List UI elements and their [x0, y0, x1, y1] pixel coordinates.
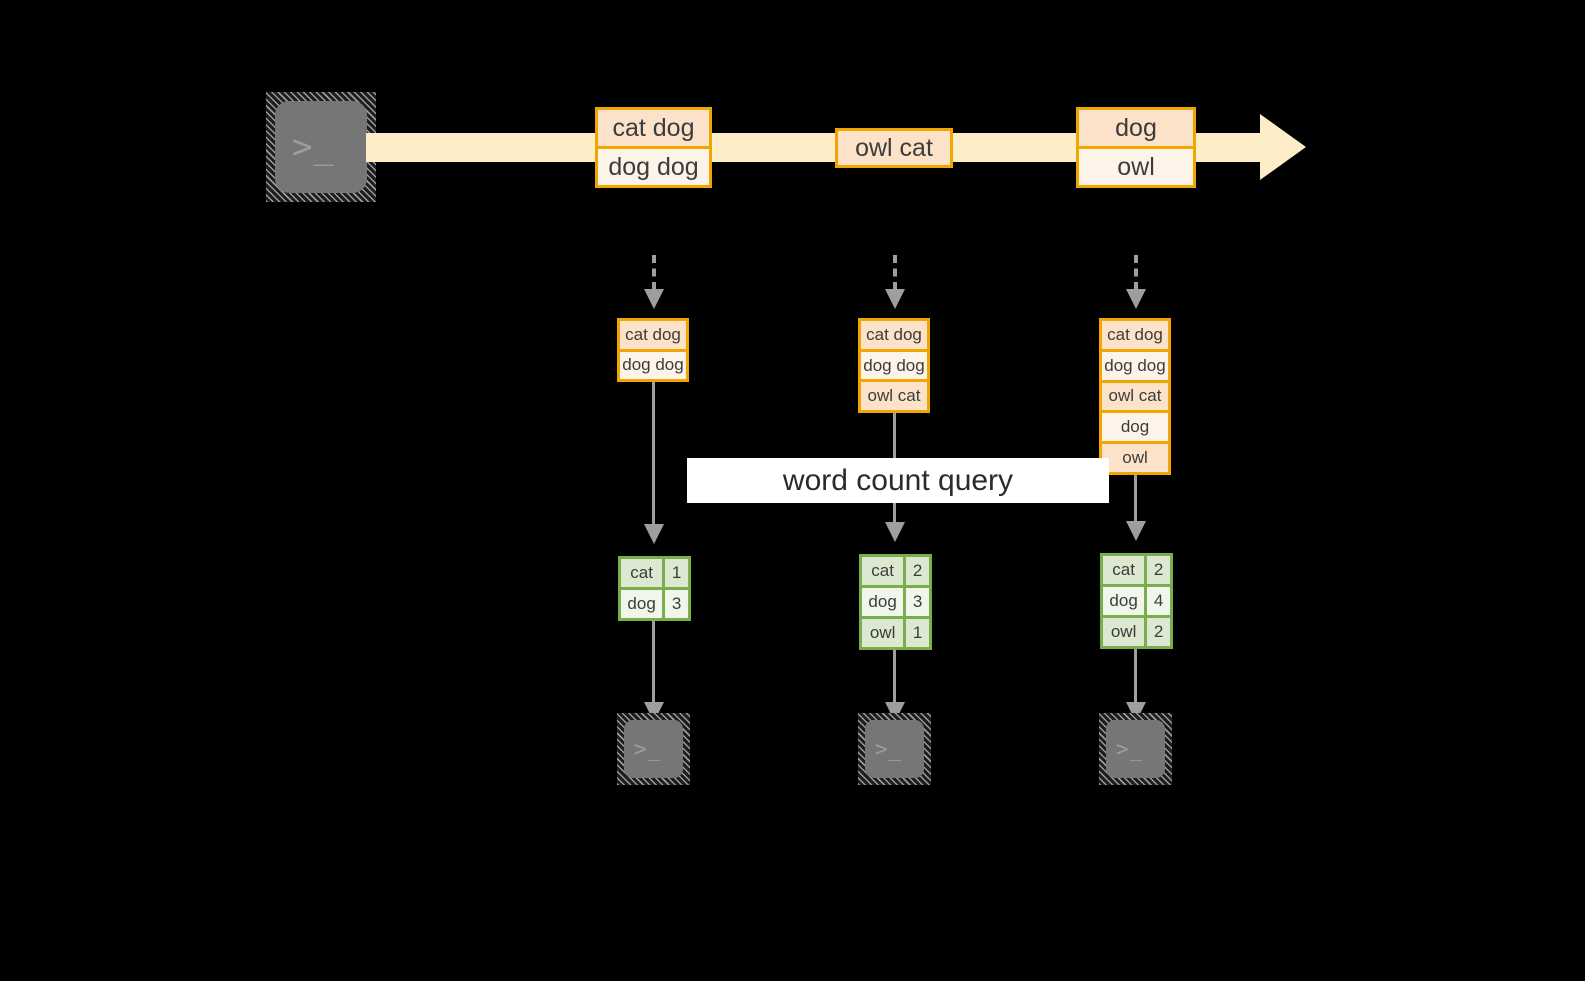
table-row: owl 1 [862, 616, 929, 647]
result-word: cat [862, 557, 904, 585]
result-word: cat [1103, 556, 1145, 584]
record-line: owl cat [838, 131, 950, 165]
snapshot-1: cat dog dog dog [617, 318, 689, 382]
result-count: 1 [903, 619, 929, 647]
snapshot-line: dog [1102, 410, 1168, 442]
sink-connector-1 [652, 621, 655, 706]
table-row: cat 2 [1103, 556, 1170, 584]
snapshot-2: cat dog dog dog owl cat [858, 318, 930, 413]
snapshot-connector-3 [1134, 255, 1138, 290]
result-count: 3 [903, 588, 929, 616]
snapshot-line: cat dog [861, 321, 927, 349]
sink-terminal-3: >_ [1099, 713, 1172, 785]
terminal-prompt-glyph: >_ [634, 737, 662, 761]
query-connector-3 [1134, 475, 1137, 525]
terminal-prompt-glyph: >_ [292, 127, 335, 167]
snapshot-line: cat dog [1102, 321, 1168, 349]
query-connector-arrow-2 [885, 522, 905, 542]
snapshot-connector-arrow-3 [1126, 289, 1146, 309]
result-count: 2 [1144, 618, 1170, 646]
stream-record-3: dog owl [1076, 107, 1196, 188]
snapshot-line: owl [1102, 441, 1168, 472]
terminal-body [275, 101, 367, 193]
terminal-body [1106, 720, 1165, 778]
sink-connector-2 [893, 650, 896, 706]
sink-terminal-1: >_ [617, 713, 690, 785]
snapshot-3: cat dog dog dog owl cat dog owl [1099, 318, 1171, 475]
snapshot-connector-2 [893, 255, 897, 290]
result-count: 4 [1144, 587, 1170, 615]
result-table-1: cat 1 dog 3 [618, 556, 691, 621]
result-table-2: cat 2 dog 3 owl 1 [859, 554, 932, 650]
record-line: cat dog [598, 110, 709, 146]
table-row: dog 3 [621, 587, 688, 618]
snapshot-connector-1 [652, 255, 656, 290]
record-line: dog dog [598, 146, 709, 185]
query-banner: word count query [687, 458, 1109, 503]
result-word: owl [1103, 618, 1145, 646]
terminal-prompt-glyph: >_ [1116, 737, 1144, 761]
snapshot-line: dog dog [620, 348, 686, 379]
table-row: dog 3 [862, 585, 929, 616]
record-line: owl [1079, 146, 1193, 185]
sink-terminal-2: >_ [858, 713, 931, 785]
table-row: dog 4 [1103, 584, 1170, 615]
result-word: dog [1103, 587, 1145, 615]
snapshot-line: dog dog [1102, 348, 1168, 380]
result-word: dog [862, 588, 904, 616]
result-count: 3 [662, 590, 688, 618]
query-connector-1 [652, 382, 655, 528]
query-banner-label: word count query [782, 463, 1014, 497]
stream-record-1: cat dog dog dog [595, 107, 712, 188]
sink-connector-3 [1134, 649, 1137, 706]
result-word: dog [621, 590, 663, 618]
terminal-body [624, 720, 683, 778]
stream-record-2: owl cat [835, 128, 953, 168]
snapshot-line: dog dog [861, 348, 927, 380]
snapshot-connector-arrow-2 [885, 289, 905, 309]
result-count: 1 [662, 559, 688, 587]
record-line: dog [1079, 110, 1193, 146]
source-terminal: >_ [266, 92, 376, 202]
terminal-prompt-glyph: >_ [875, 737, 903, 761]
query-connector-arrow-1 [644, 524, 664, 544]
table-row: owl 2 [1103, 615, 1170, 646]
snapshot-line: owl cat [861, 379, 927, 411]
table-row: cat 2 [862, 557, 929, 585]
snapshot-line: owl cat [1102, 379, 1168, 411]
result-table-3: cat 2 dog 4 owl 2 [1100, 553, 1173, 649]
snapshot-connector-arrow-1 [644, 289, 664, 309]
result-count: 2 [1144, 556, 1170, 584]
stream-arrow-head-icon [1260, 114, 1306, 180]
query-connector-arrow-3 [1126, 521, 1146, 541]
snapshot-line: cat dog [620, 321, 686, 349]
result-count: 2 [903, 557, 929, 585]
terminal-body [865, 720, 924, 778]
result-word: cat [621, 559, 663, 587]
result-word: owl [862, 619, 904, 647]
table-row: cat 1 [621, 559, 688, 587]
